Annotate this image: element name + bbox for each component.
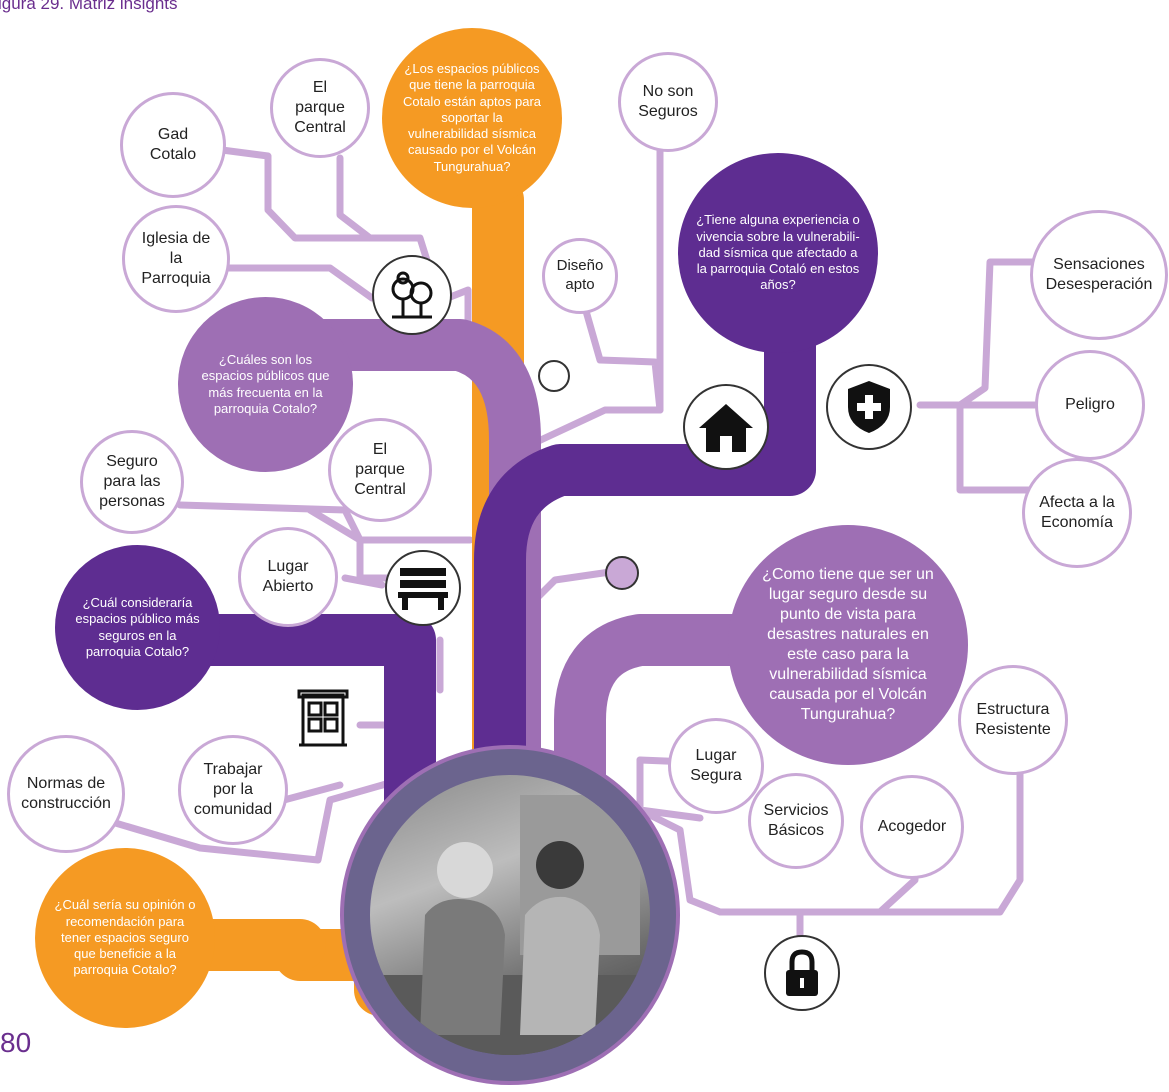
answer-sensaciones: Sensaciones Desesperación [1030,210,1168,340]
answer-estructura-resistente: Estructura Resistente [958,665,1068,775]
answer-parque-central-top: El parque Central [270,58,370,158]
answer-normas-construccion: Normas de construcción [7,735,125,853]
bench-icon [385,550,461,626]
answer-no-son-seguros: No son Seguros [618,52,718,152]
answer-lugar-abierto: Lugar Abierto [238,527,338,627]
page-number: 80 [0,1027,32,1058]
question-bubble-1: ¿Los espacios públicos que tiene la parr… [382,28,562,208]
interview-photo [340,745,680,1085]
answer-iglesia: Iglesia de la Parroquia [122,205,230,313]
question-bubble-4: ¿Cuál consideraría espacios público más … [55,545,220,710]
figure-caption: igura 29. Matriz insights [0,0,178,13]
padlock-icon [764,935,840,1011]
answer-lugar-segura: Lugar Segura [668,718,764,814]
house-icon [683,384,769,470]
answer-afecta-economia: Afecta a la Economía [1022,458,1132,568]
connector-dot-filled [605,556,639,590]
answer-parque-central-mid: El parque Central [328,418,432,522]
answer-trabajar-comunidad: Trabajar por la comunidad [178,735,288,845]
answer-peligro: Peligro [1035,350,1145,460]
answer-seguro-personas: Seguro para las personas [80,430,184,534]
question-bubble-2: ¿Tiene alguna experiencia o vivencia sob… [678,153,878,353]
photo-silhouettes [370,795,650,1055]
building-icon [286,682,360,756]
answer-diseno-apto: Diseño apto [542,238,618,314]
question-bubble-5: ¿Como tiene que ser un lugar seguro desd… [728,525,968,765]
question-bubble-3: ¿Cuáles son los espacios públicos que má… [178,297,353,472]
question-bubble-6: ¿Cuál sería su opinión o recomendación p… [35,848,215,1028]
answer-gad-cotalo: Gad Cotalo [120,92,226,198]
shield-plus-icon [826,364,912,450]
answer-servicios-basicos: Servicios Básicos [748,773,844,869]
trees-icon [372,255,452,335]
answer-acogedor: Acogedor [860,775,964,879]
photo-image-area [370,775,650,1055]
connector-dot-empty [538,360,570,392]
